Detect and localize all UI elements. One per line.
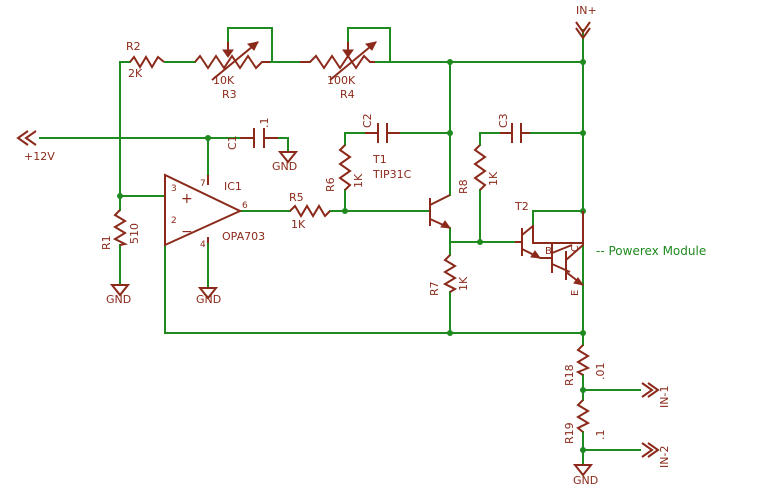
r18-value: .01 xyxy=(594,363,607,381)
ic1-plus: + xyxy=(181,191,193,207)
v12-connector: +12V xyxy=(16,130,55,163)
v12-label: +12V xyxy=(24,150,55,163)
darlington-e: E xyxy=(570,290,581,296)
gnd-label-ic1: GND xyxy=(196,293,221,306)
pin6: 6 xyxy=(242,201,248,211)
in2-label: IN-2 xyxy=(658,446,671,468)
darlington-b: B xyxy=(545,246,552,257)
resistor-r8: R8 1K xyxy=(457,144,500,194)
resistor-r7: R7 1K xyxy=(428,254,470,296)
gnd-label-c1: GND xyxy=(272,160,297,173)
in2-connector: IN-2 xyxy=(641,442,671,468)
c1-value: .1 xyxy=(258,118,271,129)
opamp-ic1: + − 3 2 7 4 6 IC1 OPA703 xyxy=(164,173,265,250)
c1-label: C1 xyxy=(226,135,239,150)
darlington-c: C xyxy=(570,245,581,252)
r4-label: R4 xyxy=(340,88,355,101)
potentiometer-r3: 10K R3 xyxy=(194,41,270,101)
resistor-r5: R5 1K xyxy=(289,191,331,231)
r7-label: R7 xyxy=(428,281,441,296)
gnd-symbol-c1: GND xyxy=(272,151,299,173)
r3-label: R3 xyxy=(222,88,237,101)
resistor-r2: R2 2K xyxy=(126,40,165,80)
potentiometer-r4: 100K R4 xyxy=(300,41,377,101)
gnd-symbol-r1: GND xyxy=(106,284,131,306)
gnd-label-r1: GND xyxy=(106,293,131,306)
resistor-r1: R1 510 xyxy=(100,209,141,250)
r5-label: R5 xyxy=(289,191,304,204)
transistor-t1 xyxy=(429,194,452,229)
gnd-label-bottom: GND xyxy=(573,474,598,487)
ic1-value: OPA703 xyxy=(222,230,265,243)
pin3: 3 xyxy=(171,184,177,194)
r1-value: 510 xyxy=(128,223,141,244)
ic1-label: IC1 xyxy=(224,180,242,193)
r2-label: R2 xyxy=(126,40,141,53)
r2-value: 2K xyxy=(128,67,143,80)
in1-connector: IN-1 xyxy=(641,382,671,408)
r8-label: R8 xyxy=(457,179,470,194)
r4-value: 100K xyxy=(327,74,356,87)
ic1-minus: − xyxy=(181,224,193,240)
r6-label: R6 xyxy=(324,177,337,192)
in-plus-label: IN+ xyxy=(576,4,597,17)
r3-value: 10K xyxy=(213,74,235,87)
t2-label: T2 xyxy=(514,200,529,213)
gnd-symbol-ic1: GND xyxy=(196,287,221,306)
r8-value: 1K xyxy=(487,171,500,186)
wires xyxy=(39,27,641,466)
t1-value: TIP31C xyxy=(372,168,412,181)
capacitor-c1: C1 .1 xyxy=(226,118,278,150)
capacitor-c2: C2 xyxy=(361,113,400,143)
resistor-r19: R19 .1 xyxy=(563,399,607,444)
resistor-r6: R6 1K xyxy=(324,144,365,192)
powerex-note: -- Powerex Module xyxy=(596,244,706,258)
pin4: 4 xyxy=(200,240,206,250)
powerex-darlington: B C E -- Powerex Module xyxy=(532,211,706,296)
r6-value: 1K xyxy=(352,173,365,188)
pin2: 2 xyxy=(171,216,177,226)
in-plus-connector: IN+ xyxy=(575,4,597,40)
pin7: 7 xyxy=(200,179,206,189)
t1-label: T1 xyxy=(372,153,387,166)
resistor-r18: R18 .01 xyxy=(563,344,607,386)
r19-value: .1 xyxy=(594,430,607,441)
r5-value: 1K xyxy=(291,218,306,231)
c2-label: C2 xyxy=(361,113,374,128)
r7-value: 1K xyxy=(457,276,470,291)
r1-label: R1 xyxy=(100,235,113,250)
r19-label: R19 xyxy=(563,422,576,444)
in1-label: IN-1 xyxy=(658,386,671,408)
capacitor-c3: C3 xyxy=(497,113,530,143)
t1-labels: T1 TIP31C xyxy=(372,153,412,181)
gnd-symbol-bottom: GND xyxy=(572,464,598,487)
c3-label: C3 xyxy=(497,113,510,128)
r18-label: R18 xyxy=(563,364,576,386)
junctions xyxy=(117,59,586,453)
transistor-t2: T2 xyxy=(514,200,542,259)
